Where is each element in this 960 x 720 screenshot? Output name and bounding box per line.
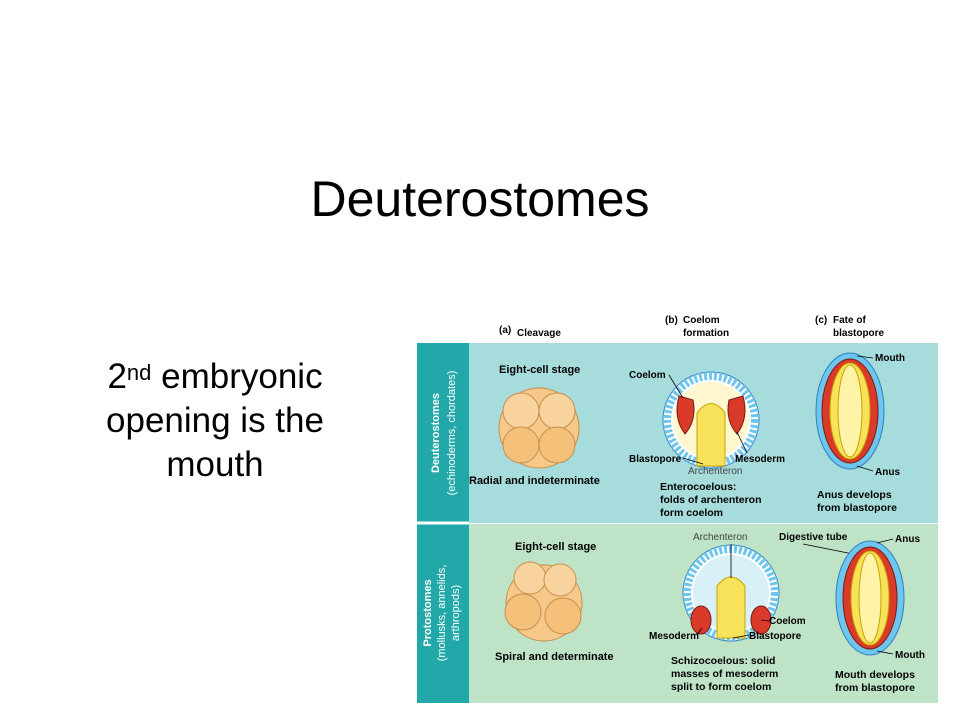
prot-schizocoelous-embryo bbox=[682, 544, 780, 642]
prot-fate-desc-2: from blastopore bbox=[835, 682, 915, 694]
prot-coelom-label: Coelom bbox=[769, 616, 806, 627]
slide-title: Deuterostomes bbox=[310, 171, 650, 227]
bullet-ordinal-suffix: nd bbox=[126, 360, 152, 385]
protostome-side-bar bbox=[417, 523, 469, 703]
prot-mouth-label: Mouth bbox=[895, 650, 925, 661]
deuterostome-protostome-figure: (a) Cleavage (b) Coelom formation (c) Fa… bbox=[417, 308, 938, 703]
protostome-side-sub1: (mollusks, annelids, bbox=[436, 565, 448, 662]
prot-cleavage-type: Spiral and determinate bbox=[495, 651, 614, 663]
bullet-line2: opening is the bbox=[106, 401, 324, 440]
deut-enterocoelous-embryo bbox=[662, 371, 760, 469]
deut-coelom-desc-1: Enterocoelous: bbox=[660, 481, 736, 493]
header-a-text: Cleavage bbox=[517, 328, 561, 339]
prot-coelom-desc-2: masses of mesoderm bbox=[671, 668, 778, 680]
deut-coelom-desc-2: folds of archenteron bbox=[660, 494, 762, 506]
prot-eight-cell-label: Eight-cell stage bbox=[515, 541, 596, 553]
header-c-line1: Fate of bbox=[833, 315, 866, 326]
prot-blastopore-fate-embryo bbox=[835, 540, 905, 656]
deut-fate-desc-2: from blastopore bbox=[817, 502, 897, 514]
deut-cleavage-type: Radial and indeterminate bbox=[469, 475, 600, 487]
prot-coelom-desc-1: Schizocoelous: solid bbox=[671, 655, 775, 667]
header-b-letter: (b) bbox=[665, 315, 678, 326]
deut-blastopore-fate-embryo bbox=[815, 352, 885, 470]
deut-blastopore-label: Blastopore bbox=[629, 454, 682, 465]
header-c-line2: blastopore bbox=[833, 328, 885, 339]
bullet-line1: embryonic bbox=[151, 357, 323, 396]
prot-coelom-desc-3: split to form coelom bbox=[671, 681, 771, 693]
header-a-letter: (a) bbox=[499, 325, 511, 336]
header-b-line2: formation bbox=[683, 328, 729, 339]
deuterostome-side-label: Deuterostomes bbox=[430, 393, 442, 473]
deuterostome-side-sub: (echinoderms, chordates) bbox=[446, 371, 458, 496]
deut-eight-cell-label: Eight-cell stage bbox=[499, 364, 580, 376]
deut-coelom-label: Coelom bbox=[629, 370, 666, 381]
deut-mesoderm-label: Mesoderm bbox=[735, 454, 785, 465]
header-b-line1: Coelom bbox=[683, 315, 720, 326]
deut-coelom-desc-3: form coelom bbox=[660, 507, 723, 519]
deut-mouth-label: Mouth bbox=[875, 353, 905, 364]
prot-blastopore-label: Blastopore bbox=[749, 631, 802, 642]
prot-eight-cell-embryo bbox=[504, 561, 583, 642]
prot-digestive-tube-label: Digestive tube bbox=[779, 532, 848, 543]
slide-bullet: 2nd embryonic opening is the mouth bbox=[70, 355, 360, 487]
header-c-letter: (c) bbox=[815, 315, 827, 326]
prot-archenteron-label: Archenteron bbox=[693, 532, 747, 543]
deut-archenteron-label: Archenteron bbox=[688, 466, 742, 477]
deuterostome-side-bar bbox=[417, 343, 469, 523]
deut-eight-cell-embryo bbox=[498, 387, 580, 469]
deut-fate-desc-1: Anus develops bbox=[817, 489, 892, 501]
figure-header-strip bbox=[462, 308, 938, 343]
prot-anus-label: Anus bbox=[895, 534, 920, 545]
deut-anus-label: Anus bbox=[875, 467, 900, 478]
bullet-line3: mouth bbox=[166, 445, 264, 484]
bullet-ordinal: 2 bbox=[107, 357, 127, 396]
protostome-side-label: Protostomes bbox=[422, 579, 434, 646]
prot-fate-desc-1: Mouth develops bbox=[835, 669, 915, 681]
prot-mesoderm-label: Mesoderm bbox=[649, 631, 699, 642]
protostome-side-sub2: arthropods) bbox=[450, 585, 462, 641]
